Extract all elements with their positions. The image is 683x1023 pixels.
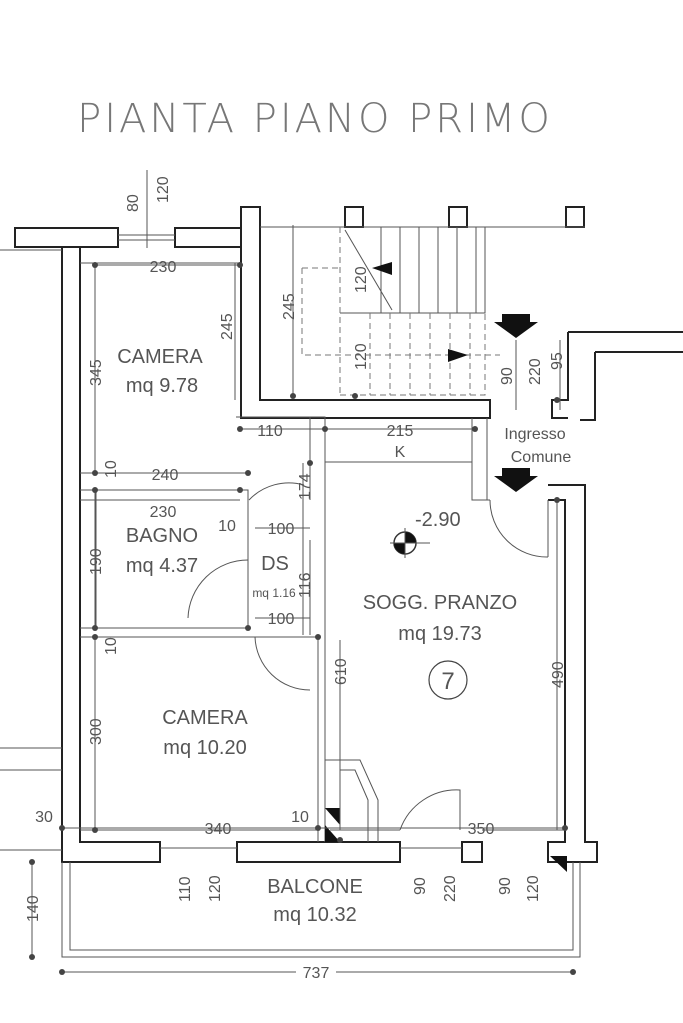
dim-230-b: 230 (150, 504, 177, 521)
dim-120-b: 120 (207, 875, 224, 902)
room-balcone-name: BALCONE (267, 876, 363, 898)
dim-220-right: 220 (527, 358, 544, 385)
column-markers (325, 808, 567, 872)
dim-80: 80 (125, 194, 142, 212)
dim-120-top: 120 (155, 176, 172, 203)
room-ds-area: mq 1.16 (252, 586, 296, 600)
room-camera-2-name: CAMERA (162, 707, 248, 729)
dim-300: 300 (88, 718, 105, 745)
dim-95-right: 95 (549, 352, 566, 370)
room-camera-2-area: mq 10.20 (163, 737, 246, 759)
dim-10-d: 10 (291, 809, 309, 826)
room-balcone-area: mq 10.32 (273, 904, 356, 926)
dim-90-b: 90 (412, 877, 429, 895)
dim-240: 240 (152, 467, 179, 484)
unit-circle (428, 660, 468, 700)
dim-110-b: 110 (177, 876, 194, 902)
dim-215: 215 (387, 423, 414, 440)
room-bagno-name: BAGNO (126, 525, 198, 547)
room-camera-1-name: CAMERA (117, 346, 203, 368)
plan-title: PIANTA PIANO PRIMO (77, 96, 553, 142)
dim-345: 345 (88, 359, 105, 386)
dim-350: 350 (468, 821, 495, 838)
dim-10-b: 10 (218, 518, 236, 535)
level-marker (390, 528, 430, 558)
room-ds-name: DS (261, 553, 289, 575)
dim-120-stair-a: 120 (353, 266, 370, 293)
dim-140: 140 (25, 895, 42, 922)
dim-230-a: 230 (150, 259, 177, 276)
dim-490: 490 (550, 661, 567, 688)
dimension-dots (29, 262, 576, 975)
room-soggiorno-area: mq 19.73 (398, 623, 481, 645)
dim-120-stair-b: 120 (353, 343, 370, 370)
dim-120-c: 120 (525, 875, 542, 902)
dim-10-c: 10 (103, 637, 120, 655)
stairs (260, 226, 585, 396)
dim-245-stair: 245 (281, 293, 298, 320)
dim-30: 30 (35, 809, 53, 826)
entrance-label-1: Ingresso (504, 426, 565, 443)
dim-174: 174 (297, 473, 314, 500)
dim-90-c: 90 (497, 877, 514, 895)
dim-340: 340 (205, 821, 232, 838)
dim-610: 610 (333, 658, 350, 685)
room-soggiorno-name: SOGG. PRANZO (363, 592, 517, 614)
room-camera-1-area: mq 9.78 (126, 375, 198, 397)
room-labels: CAMERA mq 9.78 BAGNO mq 4.37 DS mq 1.16 … (117, 346, 571, 926)
dim-737: 737 (303, 965, 330, 982)
dim-10-a: 10 (103, 460, 120, 478)
dim-220-b: 220 (442, 875, 459, 902)
entrance-arrows (494, 314, 538, 492)
doors (187, 482, 549, 842)
dim-100-a: 100 (268, 521, 295, 538)
dim-90-right: 90 (499, 367, 516, 385)
kitchen-label: K (395, 444, 406, 461)
outer-walls (0, 206, 683, 958)
level-label: -2.90 (415, 509, 461, 531)
dim-116: 116 (297, 572, 314, 598)
dim-110: 110 (257, 423, 283, 440)
dim-245-a: 245 (219, 313, 236, 340)
unit-number: 7 (441, 668, 454, 695)
room-bagno-area: mq 4.37 (126, 555, 198, 577)
entrance-label-2: Comune (511, 449, 572, 466)
dimension-labels: 80 120 230 245 345 245 120 120 90 220 95… (25, 176, 567, 982)
dim-190: 190 (88, 548, 105, 575)
dim-100-b: 100 (268, 611, 295, 628)
